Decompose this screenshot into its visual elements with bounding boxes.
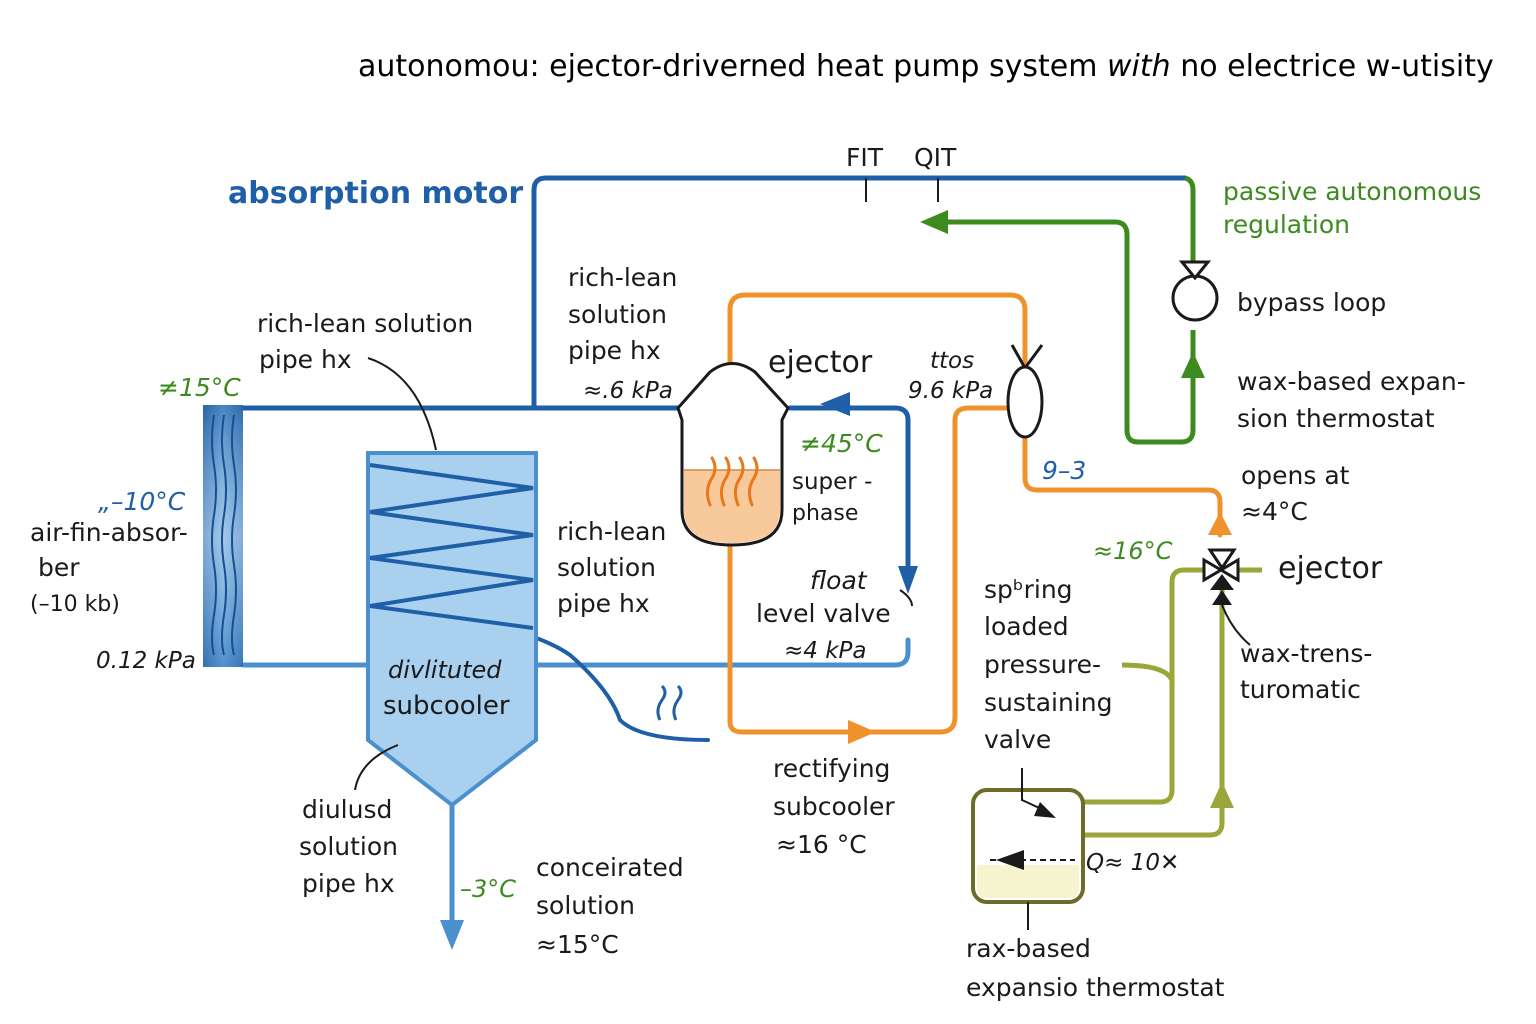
diagram-title: autonomou: ejector-driverned heat pump s…: [358, 49, 1494, 84]
spring-valve-label-4: sustaining: [984, 688, 1112, 717]
phase-label: phase: [792, 501, 858, 526]
orange-circuit: [727, 292, 1223, 735]
flow-arrow-left-icon: [920, 210, 948, 234]
temp-15-label: ≠15°C: [158, 373, 241, 402]
three-way-valve-icon: [1202, 548, 1240, 605]
rectifying-subcooler-label-2: subcooler: [773, 792, 895, 821]
flow-arrow-right-icon: [848, 720, 876, 744]
temp-45-label: ≠45°C: [800, 429, 883, 458]
diluted-subcooler-label: divlituted: [388, 656, 502, 684]
leader-line: [899, 589, 913, 607]
float-level-valve-label: level valve: [756, 599, 891, 628]
leader-line: [367, 357, 437, 451]
diluted-hx-label-3: pipe hx: [302, 869, 395, 898]
rich-lean-hx-2-label-3: pipe hx: [568, 336, 661, 365]
htos-pressure: 9.6 kPa: [908, 378, 993, 404]
spring-valve-label-2: loaded: [984, 612, 1069, 641]
passive-regulation-label: passive autonomous: [1223, 177, 1481, 206]
check-valve-icon: [1006, 344, 1044, 439]
rax-thermostat-label-2: expansio thermostat: [966, 973, 1225, 1002]
wax-thermostat-top-label: wax-based expan-: [1237, 367, 1466, 396]
rich-lean-hx-3-label: rich-lean: [557, 517, 666, 546]
heat-wave-icon: [656, 684, 683, 721]
htos-label: ttos: [930, 348, 974, 374]
flow-arrow-left-icon: [996, 850, 1024, 870]
outlet-arrow-icon: [440, 920, 464, 950]
concentrated-solution-label-2: solution: [536, 891, 635, 920]
ejector-label: ejector: [768, 345, 873, 380]
rectifying-subcooler-label: rectifying: [773, 754, 890, 783]
rich-lean-hx-1-label-2: pipe hx: [259, 345, 352, 374]
green-regulation-loop: [935, 175, 1196, 445]
rich-lean-hx-1-label: rich-lean solution: [257, 309, 473, 338]
wax-trens-label-2: turomatic: [1240, 675, 1361, 704]
bypass-loop-label: bypass loop: [1237, 288, 1386, 317]
flow-arrow-up-icon: [1210, 782, 1234, 808]
flow-arrow-up-icon: [1181, 352, 1205, 378]
concentrated-solution-temp: ≈15°C: [536, 930, 619, 959]
pressure-6-label: ≈.6 kPa: [583, 378, 673, 404]
wax-trens-label: wax-trens-: [1240, 639, 1372, 668]
pressure-012-label: 0.12 kPa: [96, 648, 196, 674]
temp-16-label: ≈16°C: [1093, 537, 1173, 565]
q-flow-label: Q≈ 10✕: [1086, 850, 1179, 876]
flow-arrow-down-icon: [898, 566, 918, 594]
diluted-subcooler-label-2: subcooler: [383, 691, 510, 721]
super-label: super -: [792, 469, 872, 495]
pipe-9-3-label: 9–3: [1042, 456, 1086, 485]
leader-line: [354, 744, 399, 791]
rich-lean-hx-2-label: rich-lean: [568, 263, 677, 292]
spring-valve-label-5: valve: [984, 725, 1051, 754]
air-fin-absorber: [203, 405, 243, 667]
rich-lean-hx-3-label-2: solution: [557, 553, 656, 582]
rectifying-subcooler-temp: ≈16 °C: [776, 830, 867, 859]
passive-regulation-label-2: regulation: [1223, 210, 1350, 239]
pointer-arrow-icon: [1034, 802, 1056, 818]
qit-label: QIT: [914, 143, 957, 172]
temp-minus-3-label: –3°C: [460, 875, 516, 903]
air-fin-absorber-label: air-fin-absor-: [30, 518, 188, 547]
wax-thermostat-top-label-2: sion thermostat: [1237, 404, 1435, 433]
absorption-motor-label: absorption motor: [228, 176, 523, 211]
spring-valve-label-3: pressure-: [984, 650, 1101, 679]
ejector-right-label: ejector: [1278, 551, 1383, 586]
fit-label: FIT: [846, 143, 884, 172]
heat-flame-icon: [705, 456, 759, 507]
diluted-subcooler: [366, 451, 538, 950]
ejector-generator: [676, 362, 790, 547]
air-fin-absorber-label-3: (–10 kb): [30, 592, 120, 617]
spring-valve-label: spᵇring: [984, 575, 1073, 604]
wax-thermostat-box: [971, 788, 1085, 930]
bypass-valve-icon: [1171, 260, 1219, 322]
opens-at-label: opens at: [1241, 461, 1350, 490]
float-pressure-label: ≈4 kPa: [784, 638, 867, 664]
rax-thermostat-label: rax-based: [966, 934, 1091, 963]
leader-line: [1221, 604, 1251, 646]
flow-arrow-left-icon: [820, 392, 850, 416]
concentrated-solution-label: conceirated: [536, 853, 684, 882]
diluted-hx-label: diulusd: [302, 795, 392, 824]
diluted-hx-label-2: solution: [299, 832, 398, 861]
temp-minus-10-label: „–10°C: [98, 487, 186, 516]
float-label: float: [810, 566, 868, 595]
opens-at-temp: ≈4°C: [1241, 497, 1308, 526]
rich-lean-hx-3-label-3: pipe hx: [557, 589, 650, 618]
flow-arrow-up-icon: [1208, 512, 1232, 535]
air-fin-absorber-label-2: ber: [38, 553, 80, 582]
rich-lean-hx-2-label-2: solution: [568, 300, 667, 329]
